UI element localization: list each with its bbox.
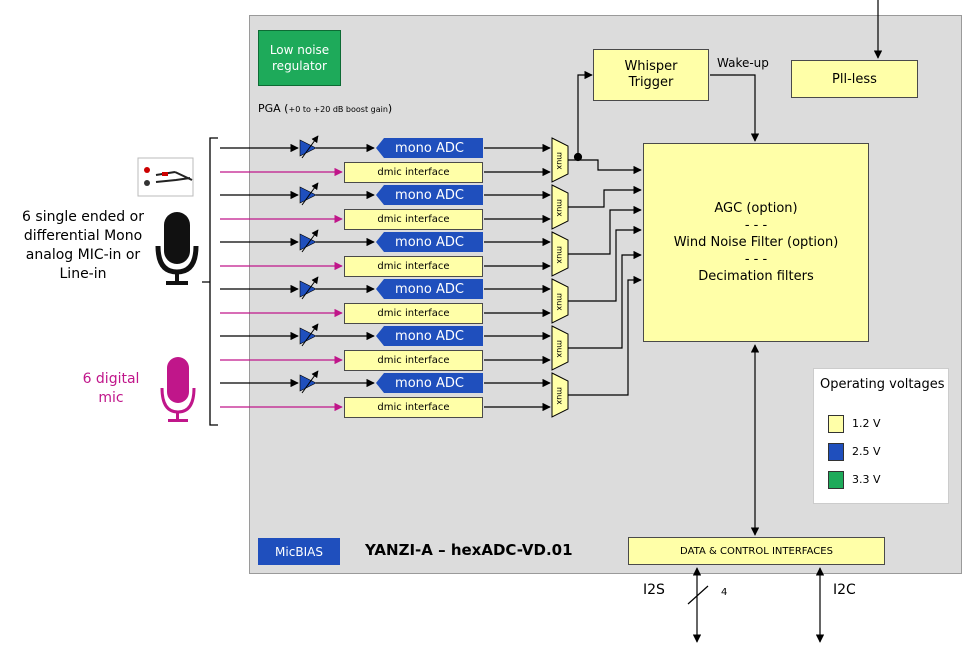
mux-label: mux — [555, 387, 564, 405]
mux-shape — [551, 137, 569, 183]
dmic-interface: dmic interface — [344, 397, 483, 418]
mux-output-wire — [568, 159, 642, 175]
mux-shape — [551, 372, 569, 418]
analog-mic-label: 6 single ended or differential Mono anal… — [22, 209, 144, 282]
pga-amplifier — [299, 327, 317, 345]
mux-output-wire — [568, 275, 642, 396]
gain-arrow — [301, 182, 319, 206]
mux-label: mux — [555, 293, 564, 311]
rca-cable-icon — [137, 157, 194, 197]
dsp-block: AGC (option) - - - Wind Noise Filter (op… — [643, 143, 869, 342]
mono-adc: mono ADC — [376, 232, 483, 252]
mux-label: mux — [555, 246, 564, 264]
mux-shape — [551, 231, 569, 277]
mux-label: mux — [555, 340, 564, 358]
dmic-interface: dmic interface — [344, 162, 483, 183]
input-brace — [202, 137, 218, 426]
channels: mux mux mux mux mux mux — [220, 135, 569, 418]
dmic-interface: dmic interface — [344, 350, 483, 371]
gain-arrow — [301, 229, 319, 253]
pga-amplifier — [299, 139, 317, 157]
i2s-label: I2S — [643, 582, 665, 598]
mono-adc: mono ADC — [376, 185, 483, 205]
mux-shape — [551, 278, 569, 324]
pll-less: Pll-less — [791, 60, 918, 98]
wake-path — [573, 0, 883, 643]
data-control-interfaces: DATA & CONTROL INTERFACES — [628, 537, 885, 565]
pga-amplifier — [299, 374, 317, 392]
dmic-interface: dmic interface — [344, 209, 483, 230]
voltage-legend: Operating voltages 1.2 V 2.5 V 3.3 V — [813, 368, 949, 504]
pga-amplifier — [299, 233, 317, 251]
pga-amplifier — [299, 280, 317, 298]
wakeup-label: Wake-up — [717, 56, 769, 70]
i2c-label: I2C — [833, 582, 856, 598]
mux-shape — [551, 184, 569, 230]
mono-adc: mono ADC — [376, 279, 483, 299]
mono-adc: mono ADC — [376, 138, 483, 158]
pga-label: PGA (+0 to +20 dB boost gain) — [258, 102, 393, 115]
mux-output-wire — [568, 185, 642, 208]
mux-output-wire — [568, 205, 642, 255]
legend-title: Operating voltages — [820, 377, 945, 392]
micbias-block: MicBIAS — [258, 538, 340, 565]
gain-arrow — [301, 276, 319, 300]
chip-name: YANZI-A – hexADC-VD.01 — [365, 541, 573, 559]
gain-arrow — [301, 135, 319, 159]
digital-mic-label: 6 digital mic — [82, 371, 140, 406]
mux-label: mux — [555, 152, 564, 170]
mux-output-wire — [568, 225, 642, 302]
mux-output-wire — [568, 250, 642, 349]
dmic-interface: dmic interface — [344, 256, 483, 277]
mux-label: mux — [555, 199, 564, 217]
mux-to-dsp-wires — [568, 159, 642, 396]
mono-adc: mono ADC — [376, 373, 483, 393]
dmic-interface: dmic interface — [344, 303, 483, 324]
bus-width-label: 4 — [721, 587, 728, 598]
analog-mic-icon — [155, 212, 199, 285]
digital-mic-icon — [160, 357, 196, 422]
gain-arrow — [301, 323, 319, 347]
mono-adc: mono ADC — [376, 326, 483, 346]
gain-arrow — [301, 370, 319, 394]
pga-amplifier — [299, 186, 317, 204]
mux-shape — [551, 325, 569, 371]
